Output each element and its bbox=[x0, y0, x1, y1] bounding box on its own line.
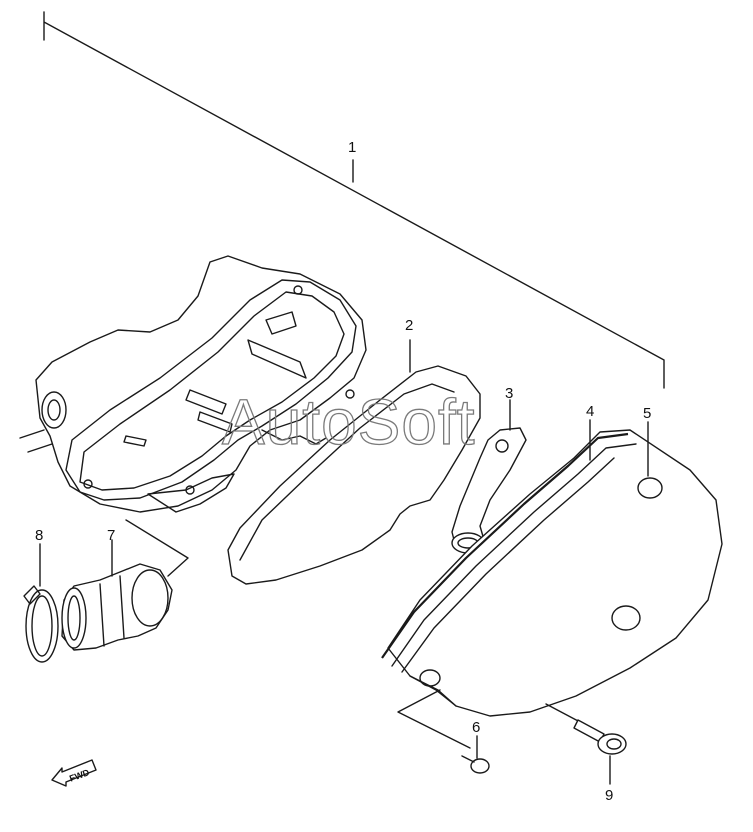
callout-7: 7 bbox=[107, 527, 115, 544]
watermark-text: AutoSoft bbox=[222, 386, 476, 458]
air-cleaner-cover bbox=[381, 419, 723, 717]
callout-1: 1 bbox=[348, 139, 356, 156]
intake-joint bbox=[61, 519, 189, 651]
air-cleaner-case bbox=[19, 255, 367, 513]
assembly-bracket bbox=[43, 11, 665, 389]
callout-3: 3 bbox=[505, 385, 513, 402]
air-filter-element bbox=[227, 339, 481, 585]
callout-6: 6 bbox=[472, 719, 480, 736]
callout-2: 2 bbox=[405, 317, 413, 334]
callout-9: 9 bbox=[605, 787, 613, 804]
bolt-9 bbox=[545, 703, 627, 785]
screw-6 bbox=[397, 689, 490, 774]
hose-clamp bbox=[23, 543, 59, 663]
callout-4: 4 bbox=[586, 403, 594, 420]
forward-arrow-icon: FWD bbox=[51, 759, 97, 787]
callout-8: 8 bbox=[35, 527, 43, 544]
callout-5: 5 bbox=[643, 405, 651, 422]
